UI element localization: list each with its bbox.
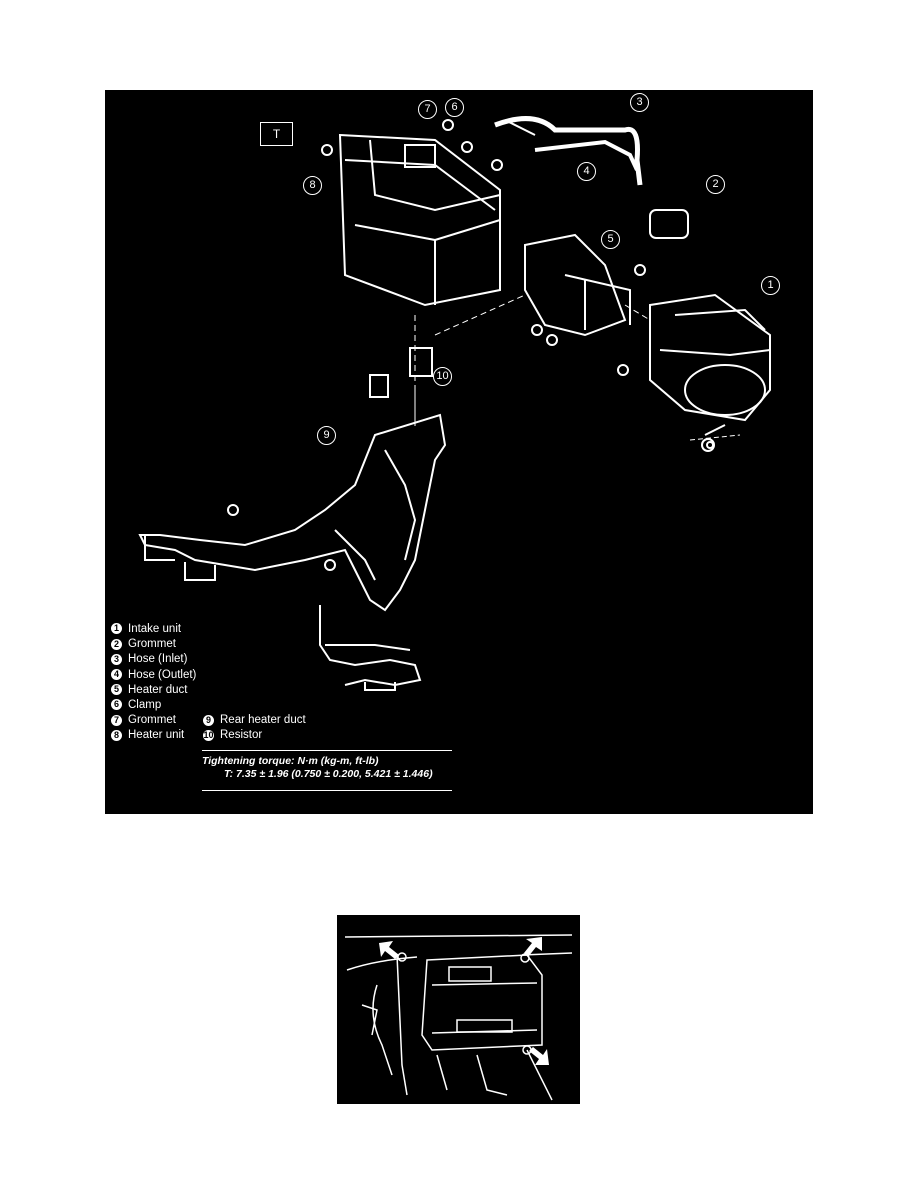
photo-drawing <box>344 934 573 1101</box>
legend-item: 8 Heater unit 10 Resistor <box>111 728 262 743</box>
legend-label: Hose (Outlet) <box>128 668 197 681</box>
legend-item: 3 Hose (Inlet) <box>111 652 196 667</box>
divider <box>202 750 452 751</box>
divider <box>202 790 452 791</box>
torque-value: T: 7.35 ± 1.96 (0.750 ± 0.200, 5.421 ± 1… <box>224 768 433 780</box>
legend-number: 1 <box>111 623 122 635</box>
callout-4: 4 <box>577 162 596 181</box>
legend-label: Rear heater duct <box>220 714 306 727</box>
legend-item: 2 Grommet <box>111 637 196 652</box>
legend-label: Intake unit <box>128 623 182 635</box>
tightening-torque-tag: T <box>260 122 293 146</box>
legend-number: 3 <box>111 653 122 665</box>
heater-unit-photo <box>337 915 580 1104</box>
legend-label: Heater duct <box>128 683 188 696</box>
callout-8: 8 <box>303 176 322 195</box>
callout-3: 3 <box>630 93 649 112</box>
callout-1: 1 <box>761 276 780 295</box>
legend-number: 2 <box>111 638 122 650</box>
arrow-icons <box>379 937 549 1065</box>
callout-5: 5 <box>601 230 620 249</box>
legend-number: 7 <box>111 714 122 726</box>
legend-number: 10 <box>203 729 214 741</box>
arrow-icon <box>379 941 399 959</box>
legend-label: Grommet <box>128 638 176 651</box>
legend-label: Heater unit <box>128 729 185 742</box>
legend-number: 9 <box>203 714 214 726</box>
legend-item: 1 Intake unit <box>111 622 196 637</box>
callout-10: 10 <box>433 367 452 386</box>
legend-number: 5 <box>111 684 122 696</box>
legend-item: 5 Heater duct <box>111 683 196 698</box>
legend-label: Clamp <box>128 698 162 711</box>
callout-6: 6 <box>445 98 464 117</box>
callout-2: 2 <box>706 175 725 194</box>
torque-spec: Tightening torque: N·m (kg-m, ft-lb) T: … <box>202 750 452 791</box>
legend-item: 7 Grommet 9 Rear heater duct <box>111 713 306 728</box>
legend-label: Hose (Inlet) <box>128 653 188 666</box>
legend-number: 8 <box>111 729 122 741</box>
legend-number: 6 <box>111 699 122 711</box>
callout-9: 9 <box>317 426 336 445</box>
legend-item: 4 Hose (Outlet) <box>111 668 196 683</box>
legend-label: Resistor <box>220 729 263 742</box>
legend-label: Grommet <box>128 714 176 727</box>
arrow-icon <box>524 937 542 957</box>
arrow-icon <box>529 1047 549 1065</box>
diagram-drawing <box>138 116 771 691</box>
legend-item: 6 Clamp <box>111 698 196 713</box>
legend-number: 4 <box>111 669 122 681</box>
torque-title: Tightening torque: N·m (kg-m, ft-lb) <box>202 755 379 767</box>
callout-7: 7 <box>418 100 437 119</box>
